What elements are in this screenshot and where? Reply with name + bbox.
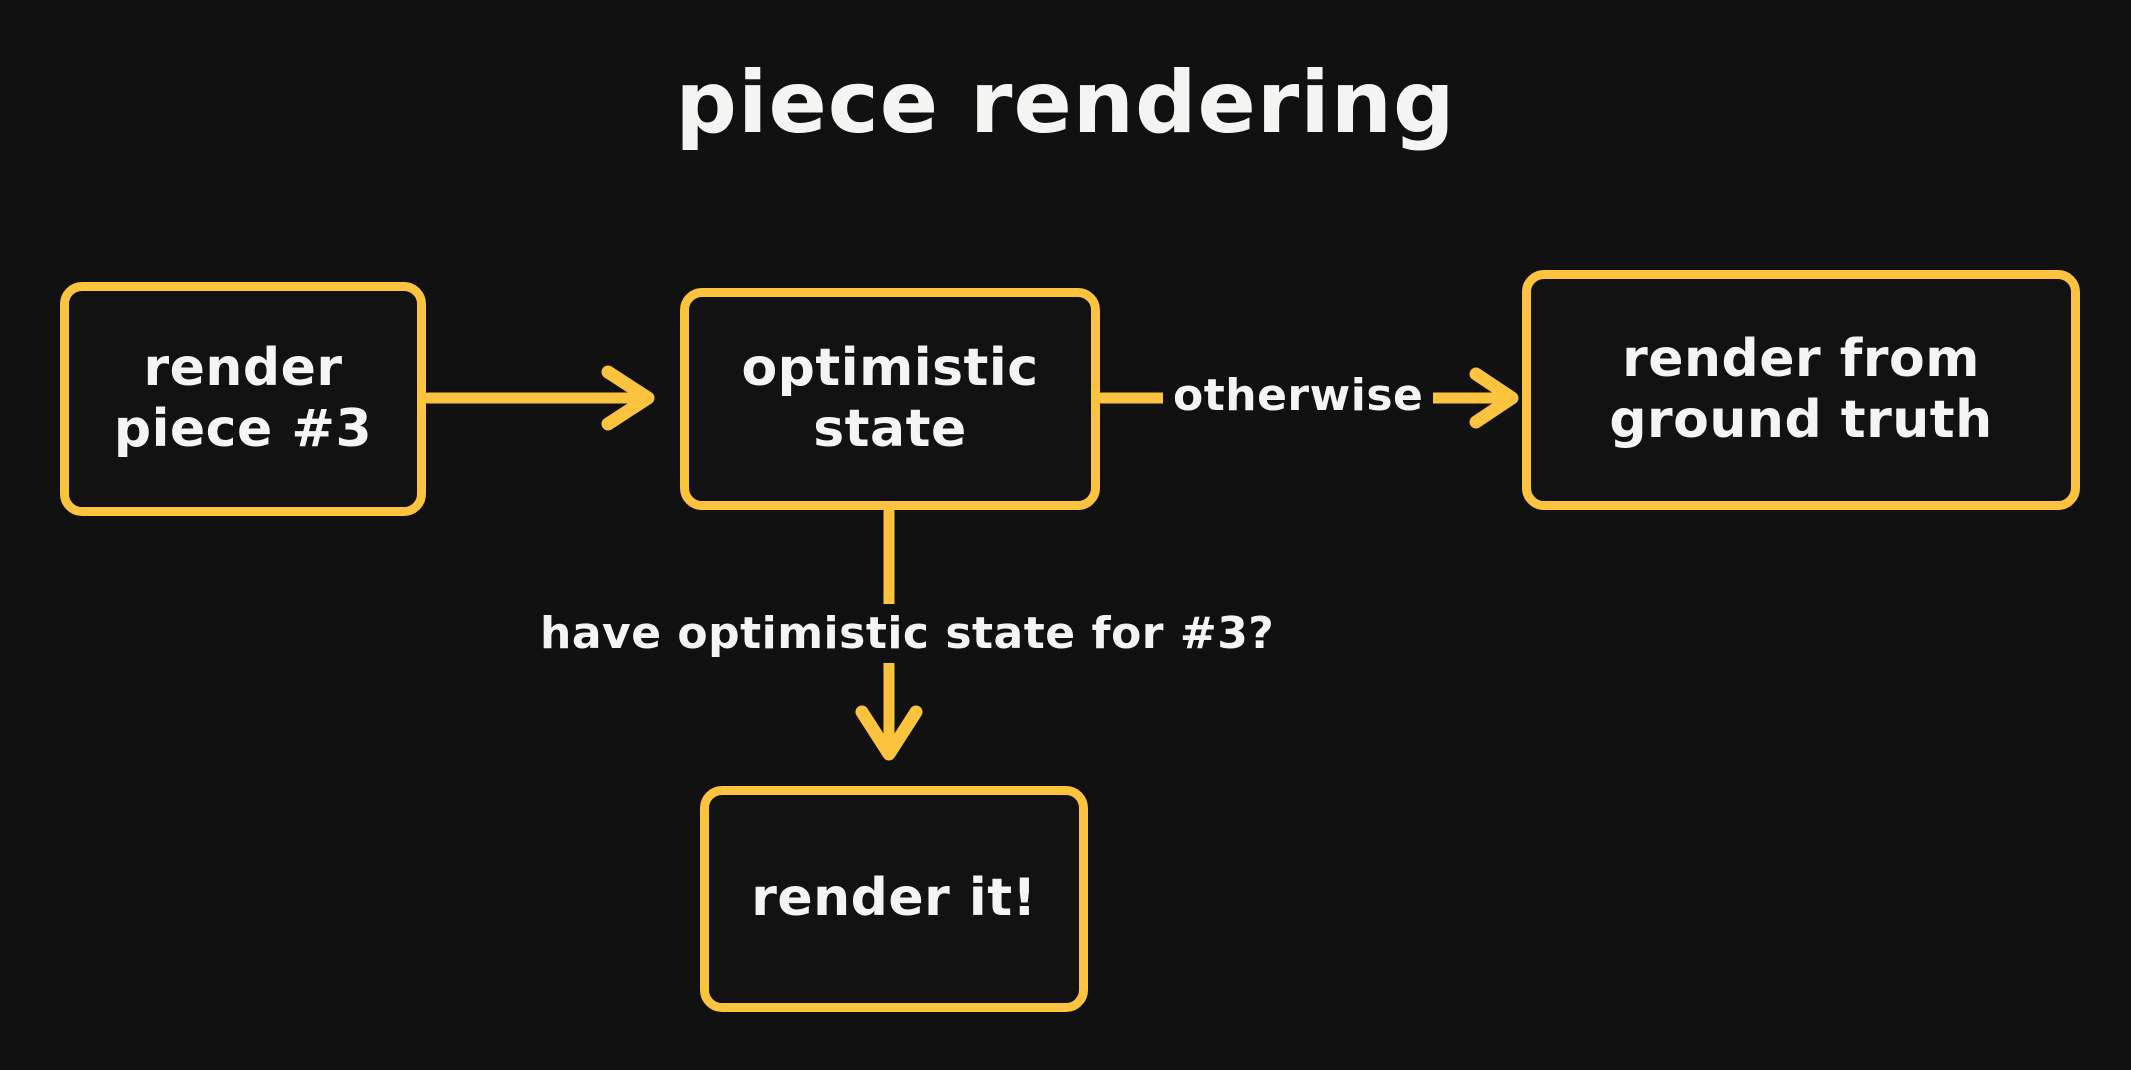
node-render-it-label: render it!	[751, 868, 1037, 929]
edge-label-otherwise: otherwise	[1163, 370, 1434, 421]
node-optimistic-state-label: optimistic state	[741, 337, 1039, 459]
node-render-it[interactable]: render it!	[700, 786, 1088, 1012]
node-render-piece-label: render piece #3	[113, 337, 373, 459]
node-render-from-ground-truth-label: render from ground truth	[1609, 328, 1993, 450]
node-render-piece[interactable]: render piece #3	[60, 282, 426, 516]
node-optimistic-state[interactable]: optimistic state	[680, 288, 1100, 510]
edge-piece-to-optimistic	[422, 365, 655, 431]
page-title: piece rendering	[675, 53, 1456, 153]
edge-label-have-optimistic-state: have optimistic state for #3?	[524, 604, 1291, 663]
node-render-from-ground-truth[interactable]: render from ground truth	[1522, 270, 2080, 510]
